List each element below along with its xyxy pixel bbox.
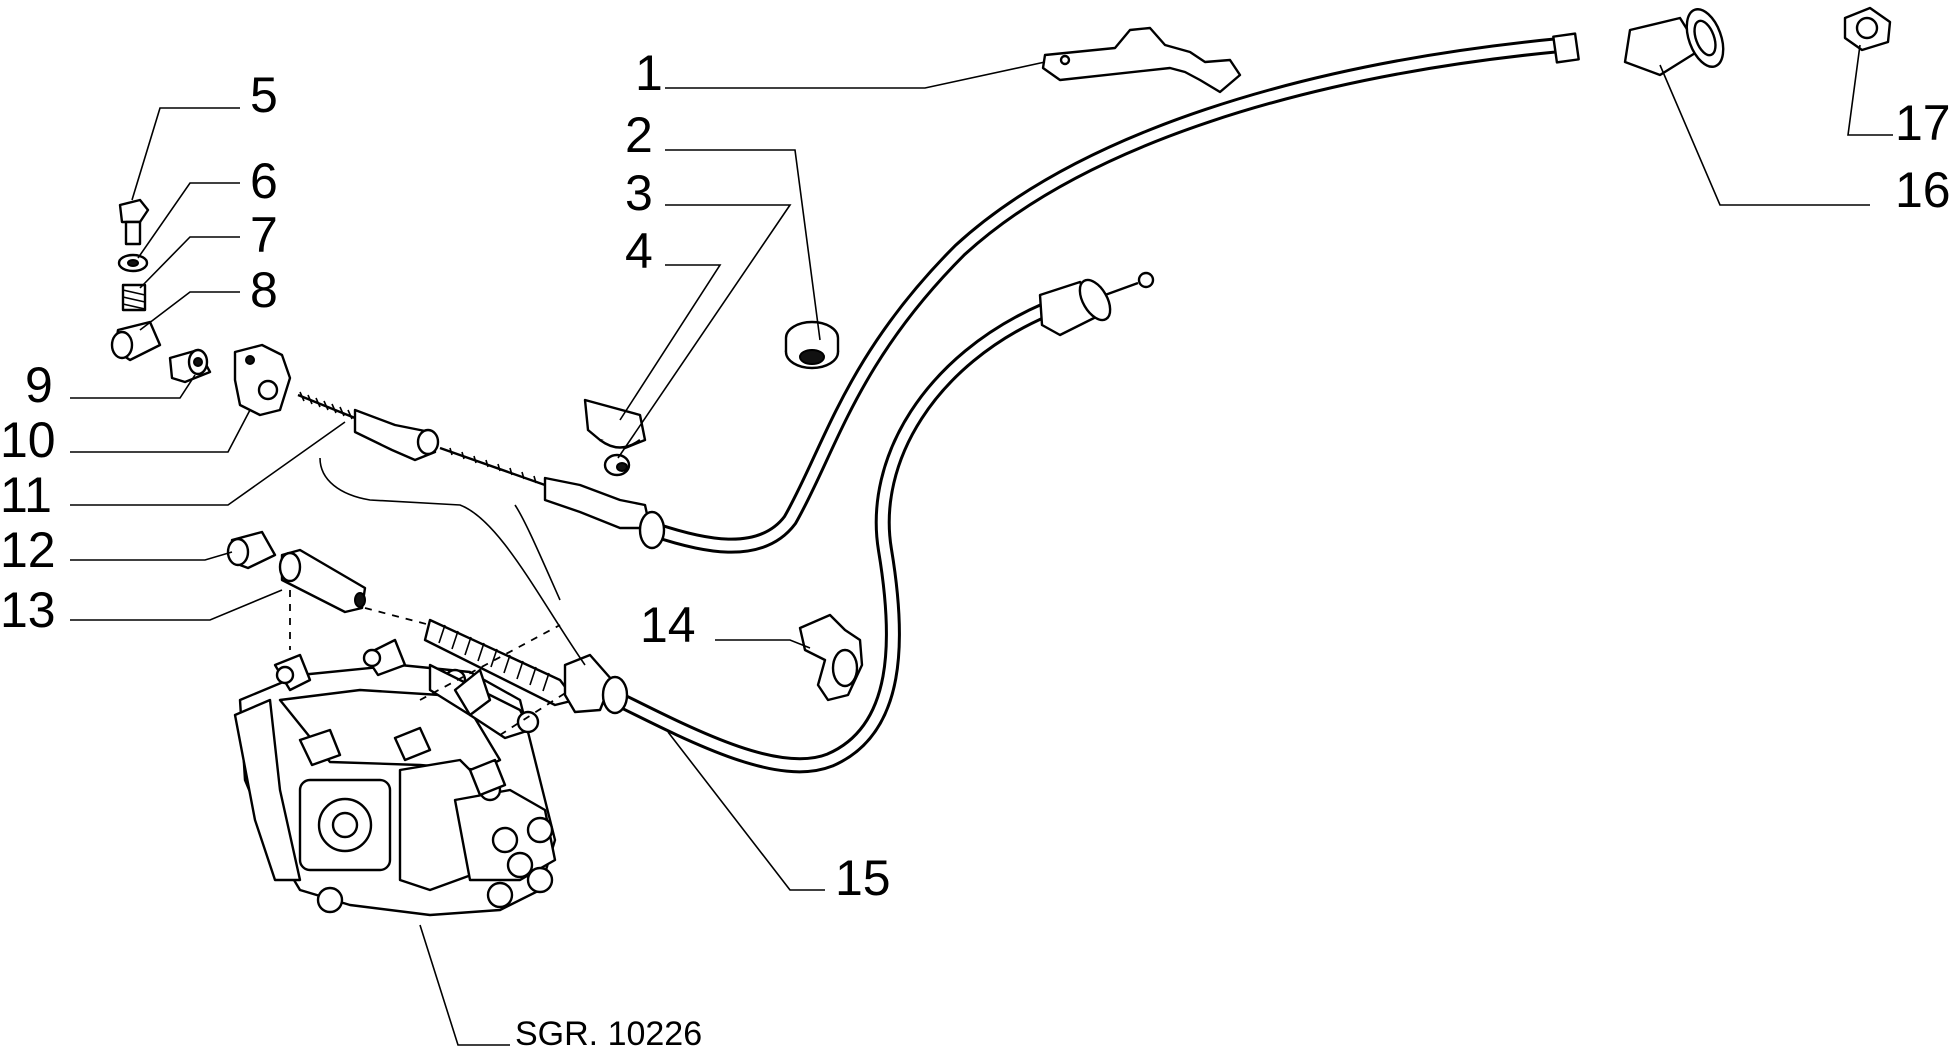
callout-4: 4	[625, 223, 653, 279]
lower-cable-adjuster	[423, 618, 629, 715]
callout-2: 2	[625, 107, 653, 163]
part-17-nut	[1843, 6, 1892, 52]
part-10-lever	[233, 343, 292, 417]
callout-6: 6	[250, 153, 278, 209]
part-7-spring	[121, 283, 147, 312]
leader-1	[665, 61, 1046, 89]
leader-7	[139, 236, 240, 289]
leader-14	[715, 639, 811, 649]
part-16-connector	[1552, 8, 1725, 77]
callout-13: 13	[0, 582, 56, 638]
callout-3: 3	[625, 165, 653, 221]
assembly-line-2	[364, 607, 431, 626]
callout-1: 1	[635, 45, 663, 101]
support-strap-inner	[514, 504, 561, 601]
callout-16: 16	[1895, 162, 1951, 218]
part-5-bolt	[118, 198, 150, 246]
callout-7: 7	[250, 207, 278, 263]
callout-12: 12	[0, 522, 56, 578]
callout-11: 11	[0, 467, 52, 523]
upper-cable	[647, 37, 1568, 554]
callout-14: 14	[640, 597, 696, 653]
leader-5	[131, 107, 240, 201]
leader-2	[665, 149, 821, 341]
leader-13	[70, 589, 283, 621]
part-1-bracket	[1041, 26, 1242, 94]
leader-8	[139, 291, 240, 331]
callout-9: 9	[25, 357, 53, 413]
leader-16	[1659, 64, 1870, 206]
part-14-clip	[798, 613, 864, 702]
leader-12	[70, 551, 233, 561]
part-6-washer	[117, 253, 149, 273]
callout-10: 10	[0, 412, 56, 468]
leader-15	[667, 731, 825, 891]
support-strap	[319, 457, 586, 666]
reference-code: SGR. 10226	[515, 1015, 702, 1049]
part-4-clamp	[583, 398, 647, 450]
callout-15: 15	[835, 850, 891, 906]
callout-17: 17	[1895, 95, 1951, 151]
assembly-line-3	[419, 624, 561, 701]
leader-6	[137, 182, 240, 259]
leader-ref	[419, 924, 510, 1046]
callout-5: 5	[250, 67, 278, 123]
part-8-nipple	[110, 320, 162, 362]
leader-11	[70, 421, 346, 506]
part-12-sleeve	[226, 530, 277, 570]
leader-3	[617, 204, 792, 459]
callout-8: 8	[250, 262, 278, 318]
part-9-sleeve	[168, 348, 212, 384]
lower-cable-15	[612, 302, 1053, 774]
lower-cable-end	[1038, 271, 1155, 337]
part-2-grommet	[784, 320, 840, 370]
leader-9	[70, 374, 196, 399]
leader-10	[70, 409, 251, 453]
part-11-rod	[297, 391, 440, 462]
upper-inner-wire	[439, 446, 666, 550]
part-3-small-sleeve	[603, 453, 631, 477]
part-13-sleeve	[278, 548, 367, 614]
leader-17	[1847, 44, 1893, 136]
leader-4	[619, 264, 722, 421]
injection-pump	[233, 638, 557, 917]
